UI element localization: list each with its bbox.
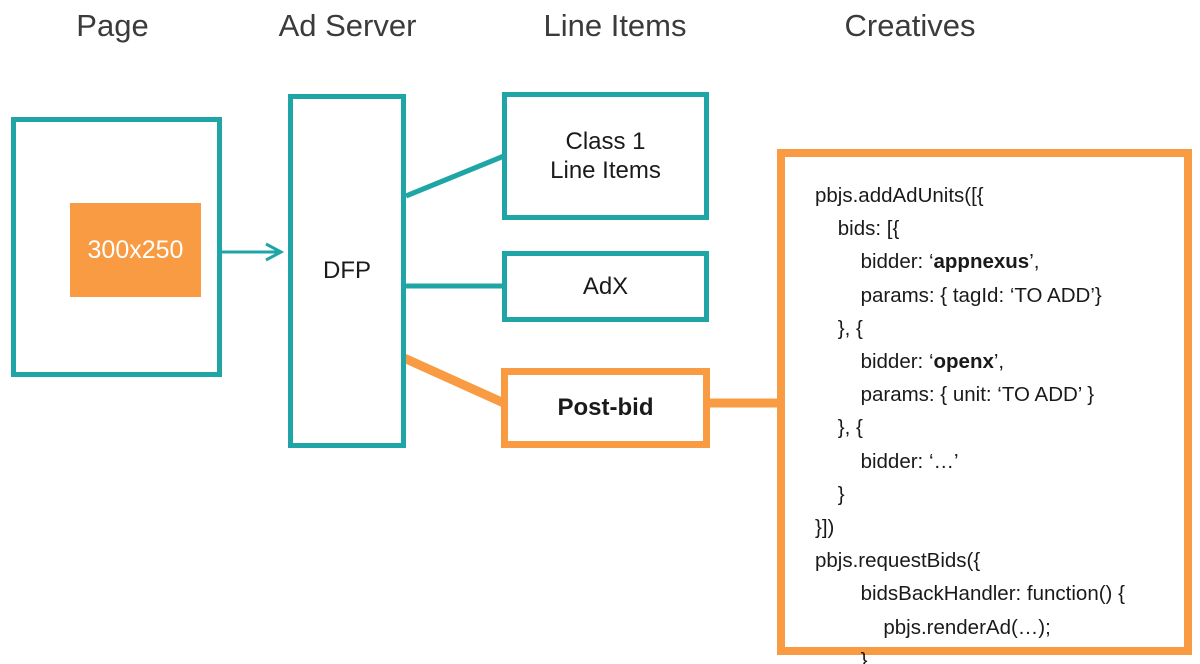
code-line: bidder: ‘appnexus’, bbox=[815, 250, 1040, 274]
creative-code-panel[interactable]: pbjs.addAdUnits([{ bids: [{ bidder: ‘app… bbox=[777, 149, 1192, 664]
post-bid-box[interactable]: Post-bid bbox=[501, 368, 710, 448]
code-line: pbjs.addAdUnits([{ bbox=[815, 184, 984, 207]
dfp-box[interactable]: DFP bbox=[288, 94, 406, 448]
ad-slot-label: 300x250 bbox=[87, 235, 184, 264]
code-line: }, { bbox=[815, 316, 863, 340]
adx-label: AdX bbox=[582, 272, 629, 300]
column-heading-page: Page bbox=[76, 8, 149, 43]
ad-slot-300x250[interactable]: 300x250 bbox=[70, 203, 201, 297]
dfp-label: DFP bbox=[323, 257, 371, 285]
code-line: bidsBackHandler: function() { bbox=[815, 582, 1125, 606]
code-line: params: { unit: ‘TO ADD’ } bbox=[815, 383, 1095, 407]
code-line: }]) bbox=[815, 516, 835, 540]
connector-dfp-to-postbid bbox=[402, 353, 508, 409]
column-heading-creatives: Creatives bbox=[844, 8, 976, 43]
post-bid-label: Post-bid bbox=[557, 394, 654, 422]
code-line: pbjs.requestBids({ bbox=[815, 549, 981, 573]
connector-dfp-to-class1 bbox=[405, 153, 505, 199]
code-line: bidder: ‘openx’, bbox=[815, 350, 1005, 374]
prebid-code-snippet: pbjs.addAdUnits([{ bids: [{ bidder: ‘app… bbox=[815, 179, 1125, 664]
code-line: bidder: ‘…’ bbox=[815, 449, 959, 473]
code-line: } bbox=[815, 482, 845, 506]
code-line: bids: [{ bbox=[815, 217, 900, 241]
class1-line-items-box[interactable]: Class 1 Line Items bbox=[502, 92, 709, 220]
class1-line-items-label: Class 1 Line Items bbox=[550, 127, 661, 184]
code-line: params: { tagId: ‘TO ADD’} bbox=[815, 283, 1102, 307]
code-line: pbjs.renderAd(…); bbox=[815, 615, 1051, 639]
code-line: }, { bbox=[815, 416, 863, 440]
code-bidder-name: appnexus bbox=[933, 250, 1030, 274]
column-heading-ad-server: Ad Server bbox=[278, 8, 417, 43]
column-heading-line-items: Line Items bbox=[543, 8, 687, 43]
code-bidder-name: openx bbox=[933, 350, 994, 374]
adx-box[interactable]: AdX bbox=[502, 251, 709, 322]
code-line: } bbox=[815, 648, 868, 664]
